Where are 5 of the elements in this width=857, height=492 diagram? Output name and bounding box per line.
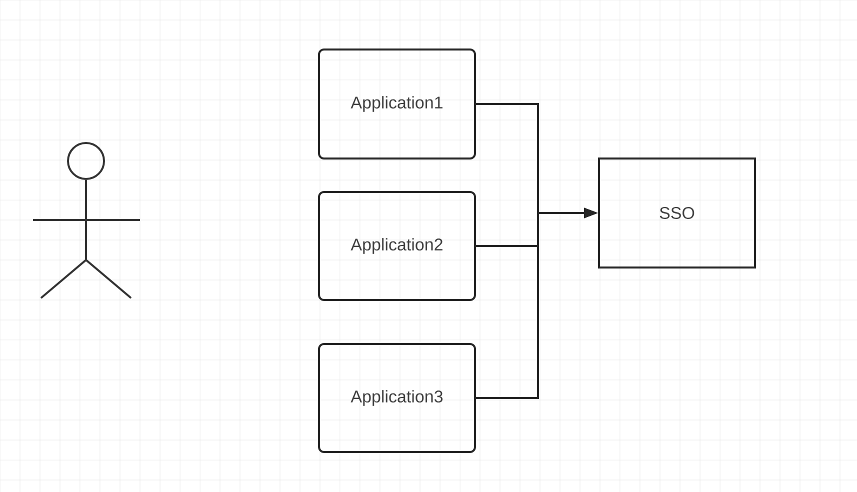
person-figure [32,142,141,299]
process-box: Application3 [318,343,476,453]
system-box: SSO [598,158,756,268]
process-box: Application1 [318,48,476,160]
process-box: Application2 [318,191,476,301]
